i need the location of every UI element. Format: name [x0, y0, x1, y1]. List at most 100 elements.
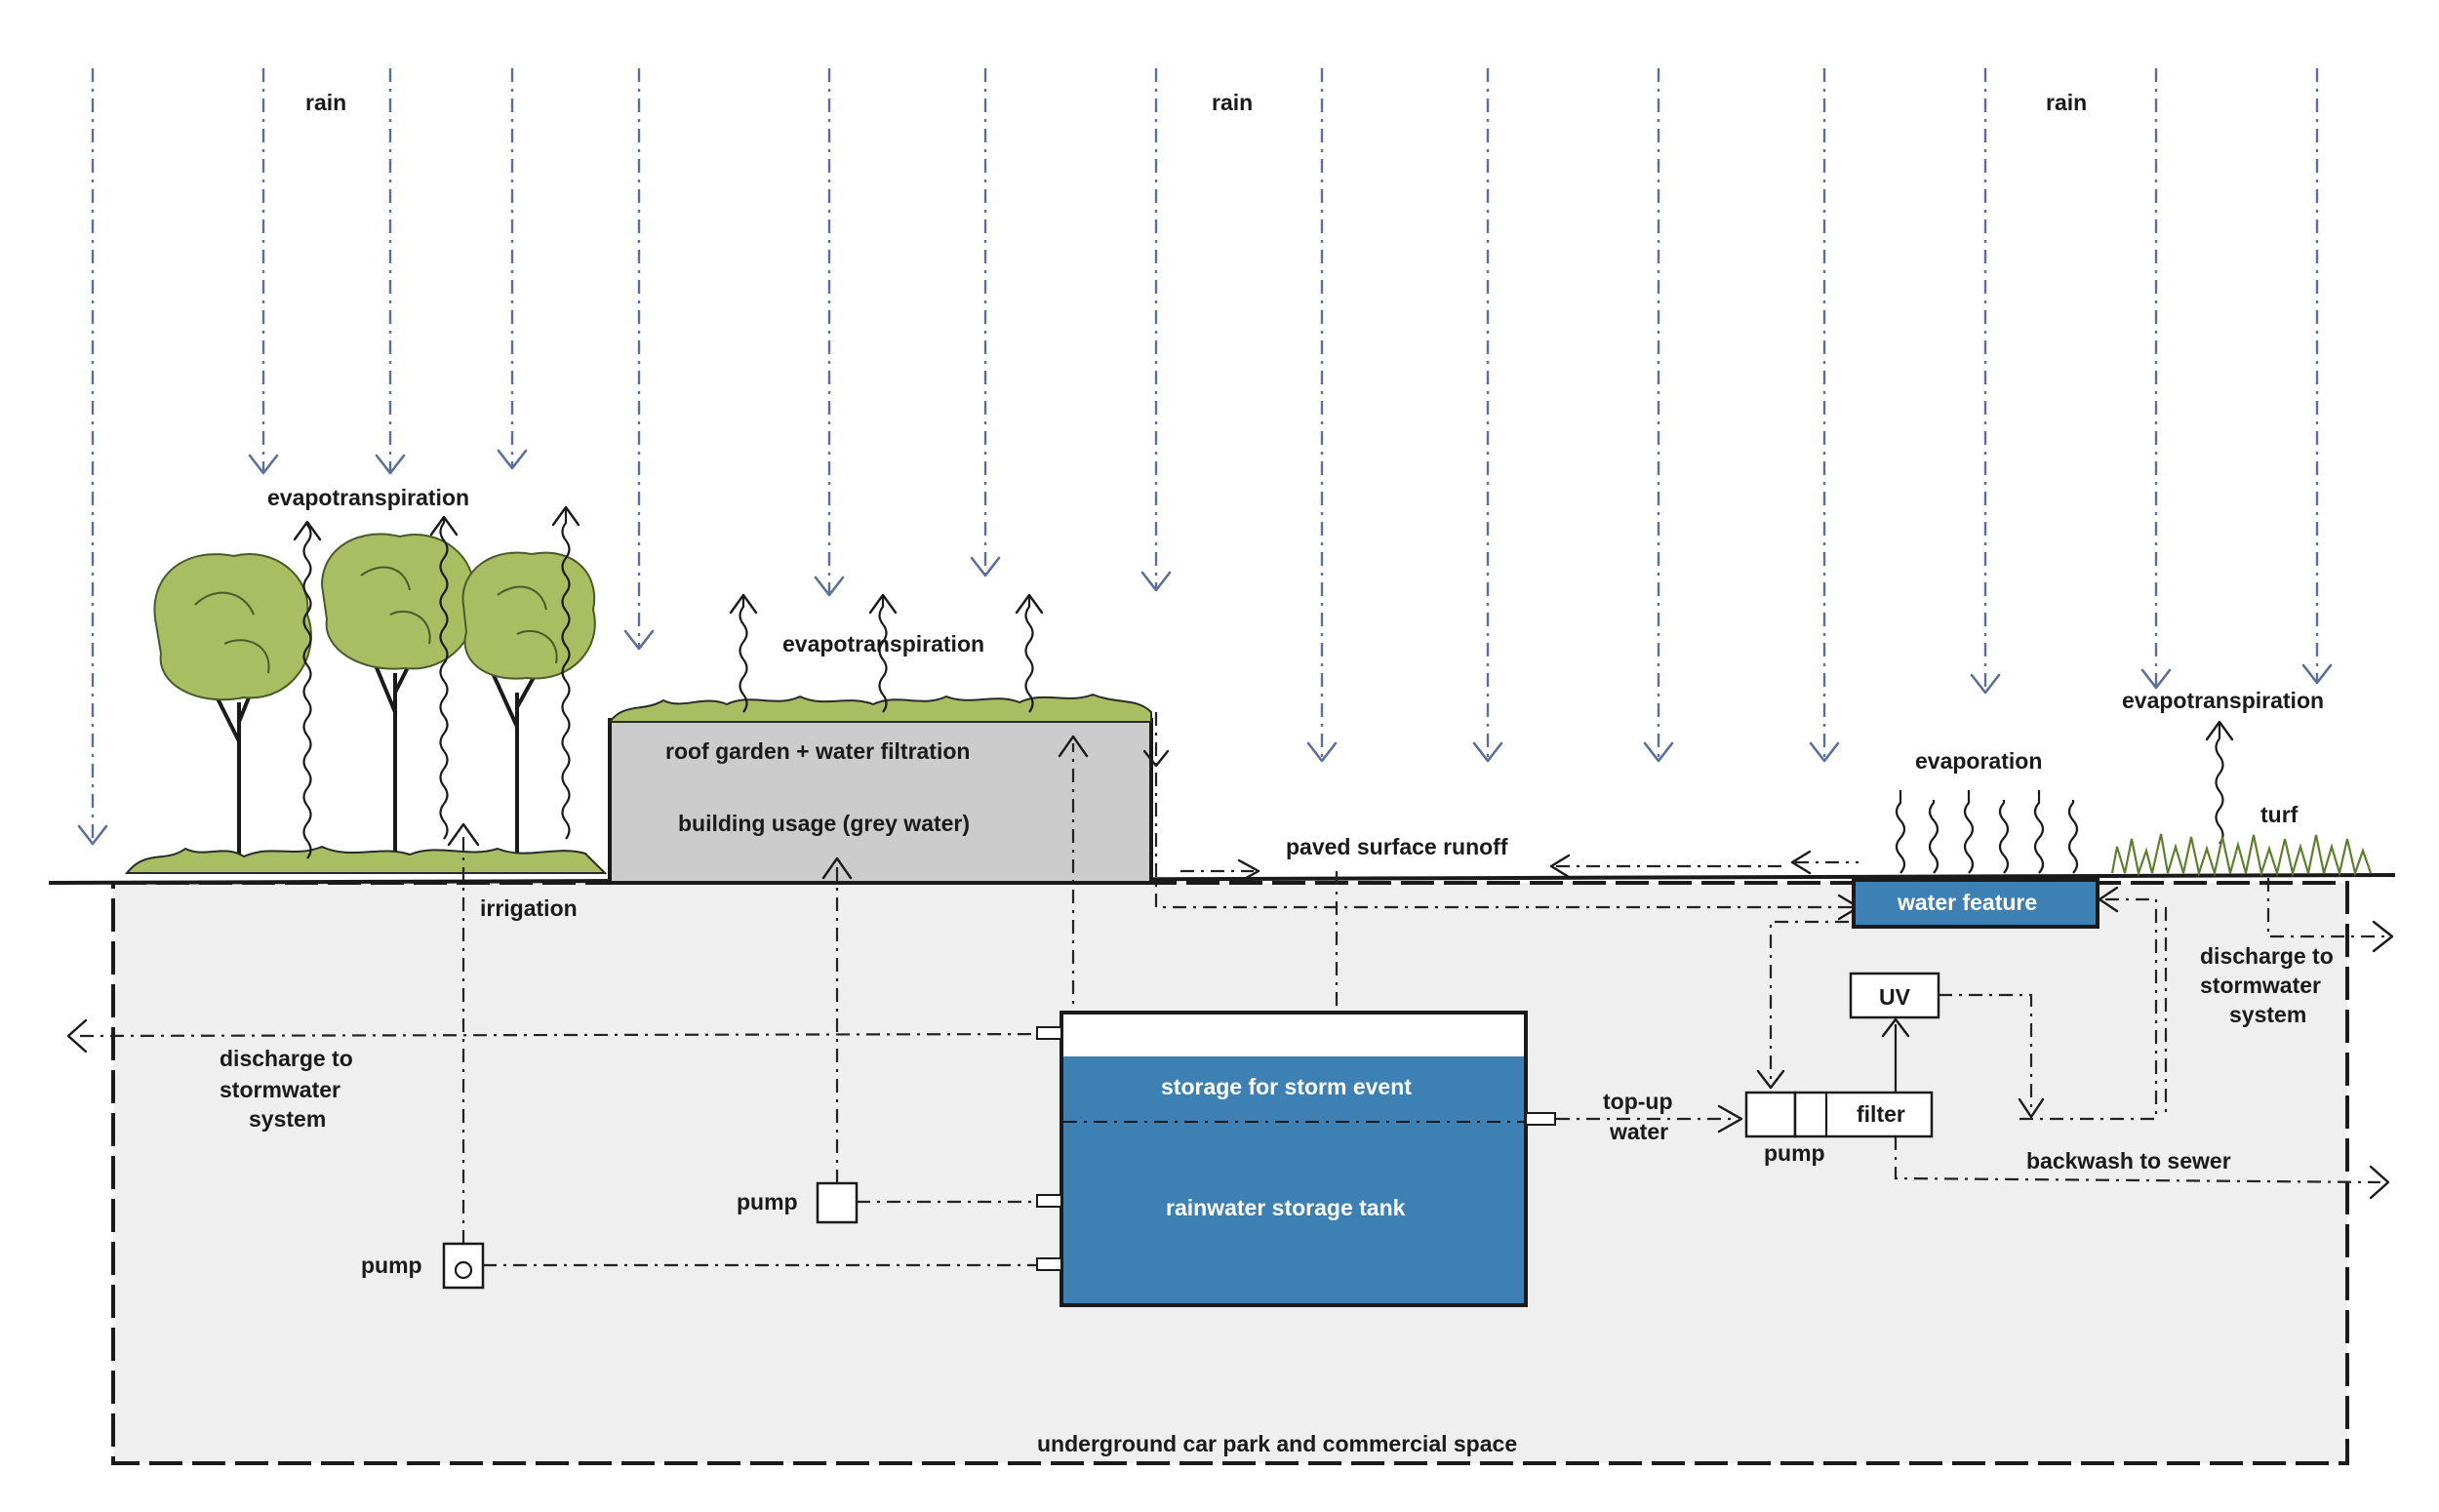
discharge-right-line3: system: [2229, 1002, 2306, 1027]
rain-arrow: [1643, 68, 1674, 763]
rain-arrow: [248, 68, 279, 475]
rain-arrow: [1809, 68, 1840, 763]
storage-storm-label: storage for storm event: [1161, 1074, 1412, 1099]
discharge-left-line2: stormwater: [220, 1077, 340, 1102]
rain-arrow: [2140, 68, 2172, 690]
runoff-arrowhead: [1237, 858, 1260, 884]
water-feature: [1852, 878, 2099, 929]
filter-to-feature: [2019, 897, 2158, 1121]
evapotranspiration-turf-label: evapotranspiration: [2122, 688, 2324, 713]
tree-ground-vegetation: [124, 845, 608, 874]
backwash-arrowhead: [2369, 1165, 2390, 1200]
discharge-left-pipe: [77, 1032, 1062, 1038]
evapotranspiration-arrow: [2205, 720, 2234, 845]
pump-left: [442, 1242, 485, 1290]
discharge-left-arrowhead: [66, 1018, 88, 1054]
discharge-right-arrowhead: [2372, 920, 2394, 953]
discharge-left-line1: discharge to: [220, 1046, 353, 1071]
turf-grass: [2110, 833, 2373, 878]
tank-to-roof-arrowhead: [1058, 735, 1089, 758]
rain-arrow: [1306, 68, 1338, 763]
evaporation-line: [1928, 800, 1939, 874]
evapotranspiration-arrow: [868, 593, 898, 713]
pump-right-label: pump: [1764, 1140, 1825, 1166]
evapotranspiration-arrow: [1015, 593, 1044, 713]
rain-label-1: rain: [305, 90, 346, 115]
evaporation-line: [1963, 790, 1975, 874]
rainwater-tank: [1060, 1011, 1528, 1307]
evapotranspiration-arrow: [729, 593, 758, 713]
rain-label-2: rain: [1212, 90, 1253, 115]
evaporation-line: [2067, 800, 2079, 874]
building-usage-label: building usage (grey water): [678, 811, 970, 836]
ground-line: [48, 873, 2396, 885]
tree: [153, 553, 312, 873]
trees: [124, 533, 608, 874]
evaporation-line: [1895, 790, 1906, 874]
building-downspout: [1154, 712, 1859, 909]
pump-middle: [816, 1181, 859, 1224]
turf-label: turf: [2260, 802, 2299, 827]
underground-label: underground car park and commercial spac…: [1037, 1431, 1517, 1456]
backwash-label: backwash to sewer: [2026, 1148, 2231, 1174]
top-up-label-line2: water: [1609, 1119, 1668, 1144]
water-feature-label: water feature: [1897, 890, 2037, 915]
feature-pump-arrowhead: [1756, 1069, 1785, 1090]
rain-arrows: [77, 68, 2333, 846]
uv-loop-arrowhead: [2018, 1097, 2045, 1119]
rain-arrow: [814, 68, 845, 597]
uv-label: UV: [1879, 984, 1911, 1010]
filter-box: [1793, 1091, 1934, 1138]
paved-runoff-label: paved surface runoff: [1286, 834, 1508, 859]
evapotranspiration-arrows: [293, 505, 2234, 859]
rain-label-3: rain: [2046, 90, 2087, 115]
tree: [461, 551, 596, 873]
irrigation-arrowhead: [447, 822, 480, 847]
discharge-left-line3: system: [249, 1106, 326, 1132]
rainwater-tank-label: rainwater storage tank: [1166, 1195, 1406, 1220]
rain-arrow: [1472, 68, 1503, 763]
rain-arrow: [2301, 68, 2333, 685]
evaporation-label: evaporation: [1915, 748, 2042, 774]
rain-arrow: [970, 68, 1001, 577]
irrigation-label: irrigation: [480, 895, 578, 921]
rain-arrow: [623, 68, 655, 651]
tank-fitting: [1525, 1112, 1556, 1126]
evapotranspiration-trees-label: evapotranspiration: [267, 485, 469, 510]
top-up-label-line1: top-up: [1603, 1089, 1673, 1114]
evapotranspiration-roof-label: evapotranspiration: [782, 631, 984, 657]
evapotranspiration-arrow: [551, 505, 580, 840]
filter-label: filter: [1857, 1101, 1905, 1127]
filter-uv-arrowhead: [1881, 1017, 1910, 1038]
pump-left-label: pump: [361, 1253, 422, 1278]
rain-arrow: [1140, 68, 1172, 592]
discharge-right-line1: discharge to: [2200, 943, 2334, 969]
top-up-arrowhead: [1717, 1104, 1743, 1134]
roof-garden-label: roof garden + water filtration: [665, 738, 970, 764]
evapotranspiration-arrow: [293, 520, 322, 859]
pump-middle-arrowhead: [821, 856, 853, 880]
downspout-arrowhead: [1142, 749, 1170, 768]
discharge-right-line2: stormwater: [2200, 973, 2321, 998]
pump-middle-label: pump: [737, 1189, 798, 1214]
tree: [320, 533, 476, 873]
rain-arrow: [375, 68, 406, 475]
evaporation-line: [2033, 790, 2045, 874]
feature-to-pump: [1769, 920, 1849, 1085]
rain-arrow: [497, 68, 528, 470]
evapotranspiration-arrow: [429, 515, 459, 840]
tank-fitting: [1036, 1026, 1062, 1040]
uv-loop: [1939, 993, 2033, 1112]
evaporation-line: [1998, 800, 2010, 874]
evaporation-lines: [1895, 790, 2079, 874]
tank-fitting: [1036, 1194, 1062, 1208]
pump-left-impeller: [454, 1260, 473, 1280]
rain-arrow: [1970, 68, 2001, 695]
backwash-pipe: [1894, 1136, 2381, 1184]
runoff-arrowhead: [1549, 854, 1571, 879]
building: [608, 718, 1153, 885]
pump-right: [1744, 1091, 1797, 1138]
rain-arrow: [77, 68, 108, 846]
runoff-arrowhead: [1790, 850, 1812, 875]
